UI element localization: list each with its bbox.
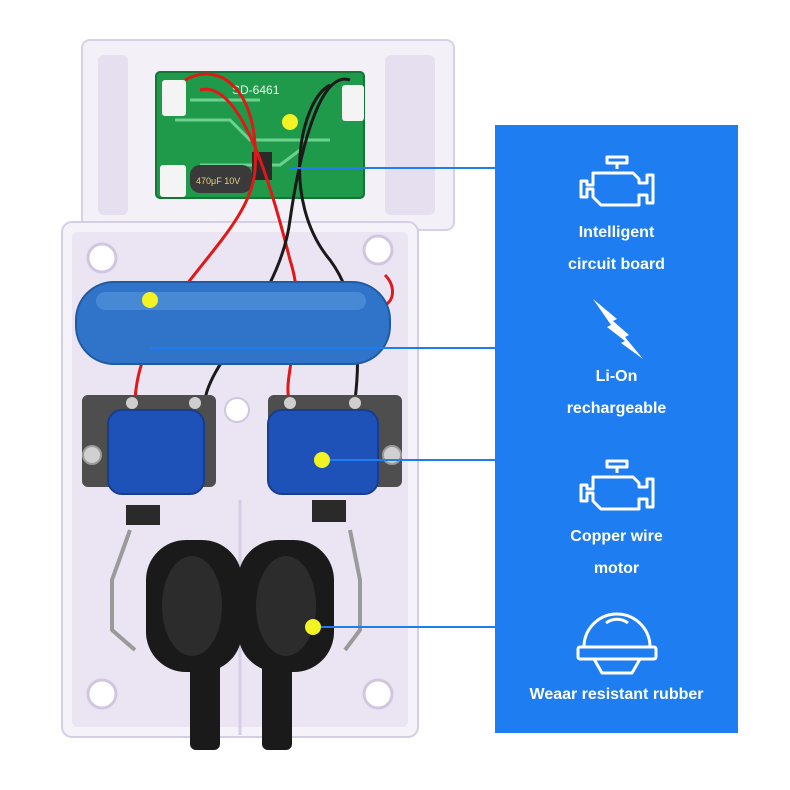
pcb-label: SD-6461 (232, 83, 280, 97)
connector (342, 85, 364, 121)
rubber-wheels (110, 500, 362, 750)
feature-label-line: Copper wire (570, 528, 663, 545)
feature-li-on: Li-On rechargeable (495, 295, 738, 425)
lightning-icon (592, 299, 643, 359)
screw-boss (362, 678, 394, 710)
marker-dot (305, 619, 321, 635)
capacitor (190, 165, 252, 193)
screw-boss (86, 678, 118, 710)
feature-label-line: motor (593, 560, 640, 577)
wires (133, 72, 394, 403)
feature-label-line: rechargeable (566, 400, 667, 417)
engine-icon (579, 155, 654, 207)
marker-dot (314, 452, 330, 468)
feature-label-line: Li-On (595, 368, 638, 385)
feature-rubber: Weaar resistant rubber (495, 603, 738, 711)
dome-rubber-icon (576, 612, 657, 675)
screw-boss (362, 234, 394, 266)
battery (75, 281, 391, 365)
callout-leaders (142, 114, 495, 635)
screw-boss (86, 242, 118, 274)
feature-label-line: Weaar resistant rubber (529, 686, 704, 703)
feature-copper-motor: Copper wire motor (495, 457, 738, 585)
feature-label-line: circuit board (568, 256, 665, 273)
motor-left (82, 395, 216, 495)
circuit-board: SD-6461 470μF 10V (155, 71, 365, 199)
motor-right (267, 395, 402, 495)
engine-icon (579, 459, 654, 511)
feature-label-line: Intelligent (578, 224, 655, 241)
marker-dot (142, 292, 158, 308)
connector (160, 165, 186, 197)
feature-circuit-board: Intelligent circuit board (495, 153, 738, 281)
capacitor-label: 470μF 10V (196, 176, 240, 186)
connector (162, 80, 186, 116)
marker-dot (282, 114, 298, 130)
features-panel: Intelligent circuit board Li-On recharge… (495, 125, 738, 733)
